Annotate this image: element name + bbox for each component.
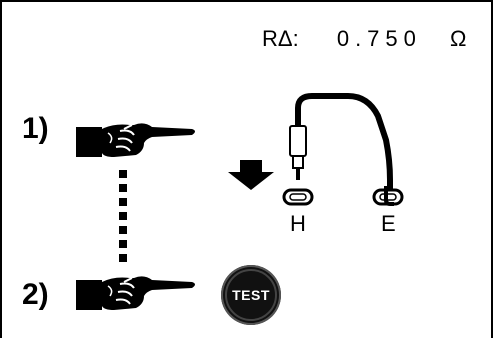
test-button-ring xyxy=(225,269,277,321)
terminal-e-label: E xyxy=(381,211,396,236)
test-button[interactable]: TEST xyxy=(221,265,281,325)
pointing-hand-icon xyxy=(76,276,195,310)
pointing-hand-icon xyxy=(76,123,195,157)
step-2-label: 2) xyxy=(22,278,49,311)
readout-symbol: RΔ: xyxy=(262,26,299,51)
readout-value: 0.750 xyxy=(336,26,422,51)
terminal-h-label: H xyxy=(290,211,306,236)
down-arrow-icon xyxy=(228,160,274,190)
readout-unit: Ω xyxy=(450,26,467,51)
dotted-connector xyxy=(119,170,127,262)
test-lead-cable-icon xyxy=(282,93,404,206)
step-1-label: 1) xyxy=(22,112,49,145)
resistance-readout: RΔ: 0.750 Ω xyxy=(262,26,466,52)
test-button-label: TEST xyxy=(232,287,270,303)
